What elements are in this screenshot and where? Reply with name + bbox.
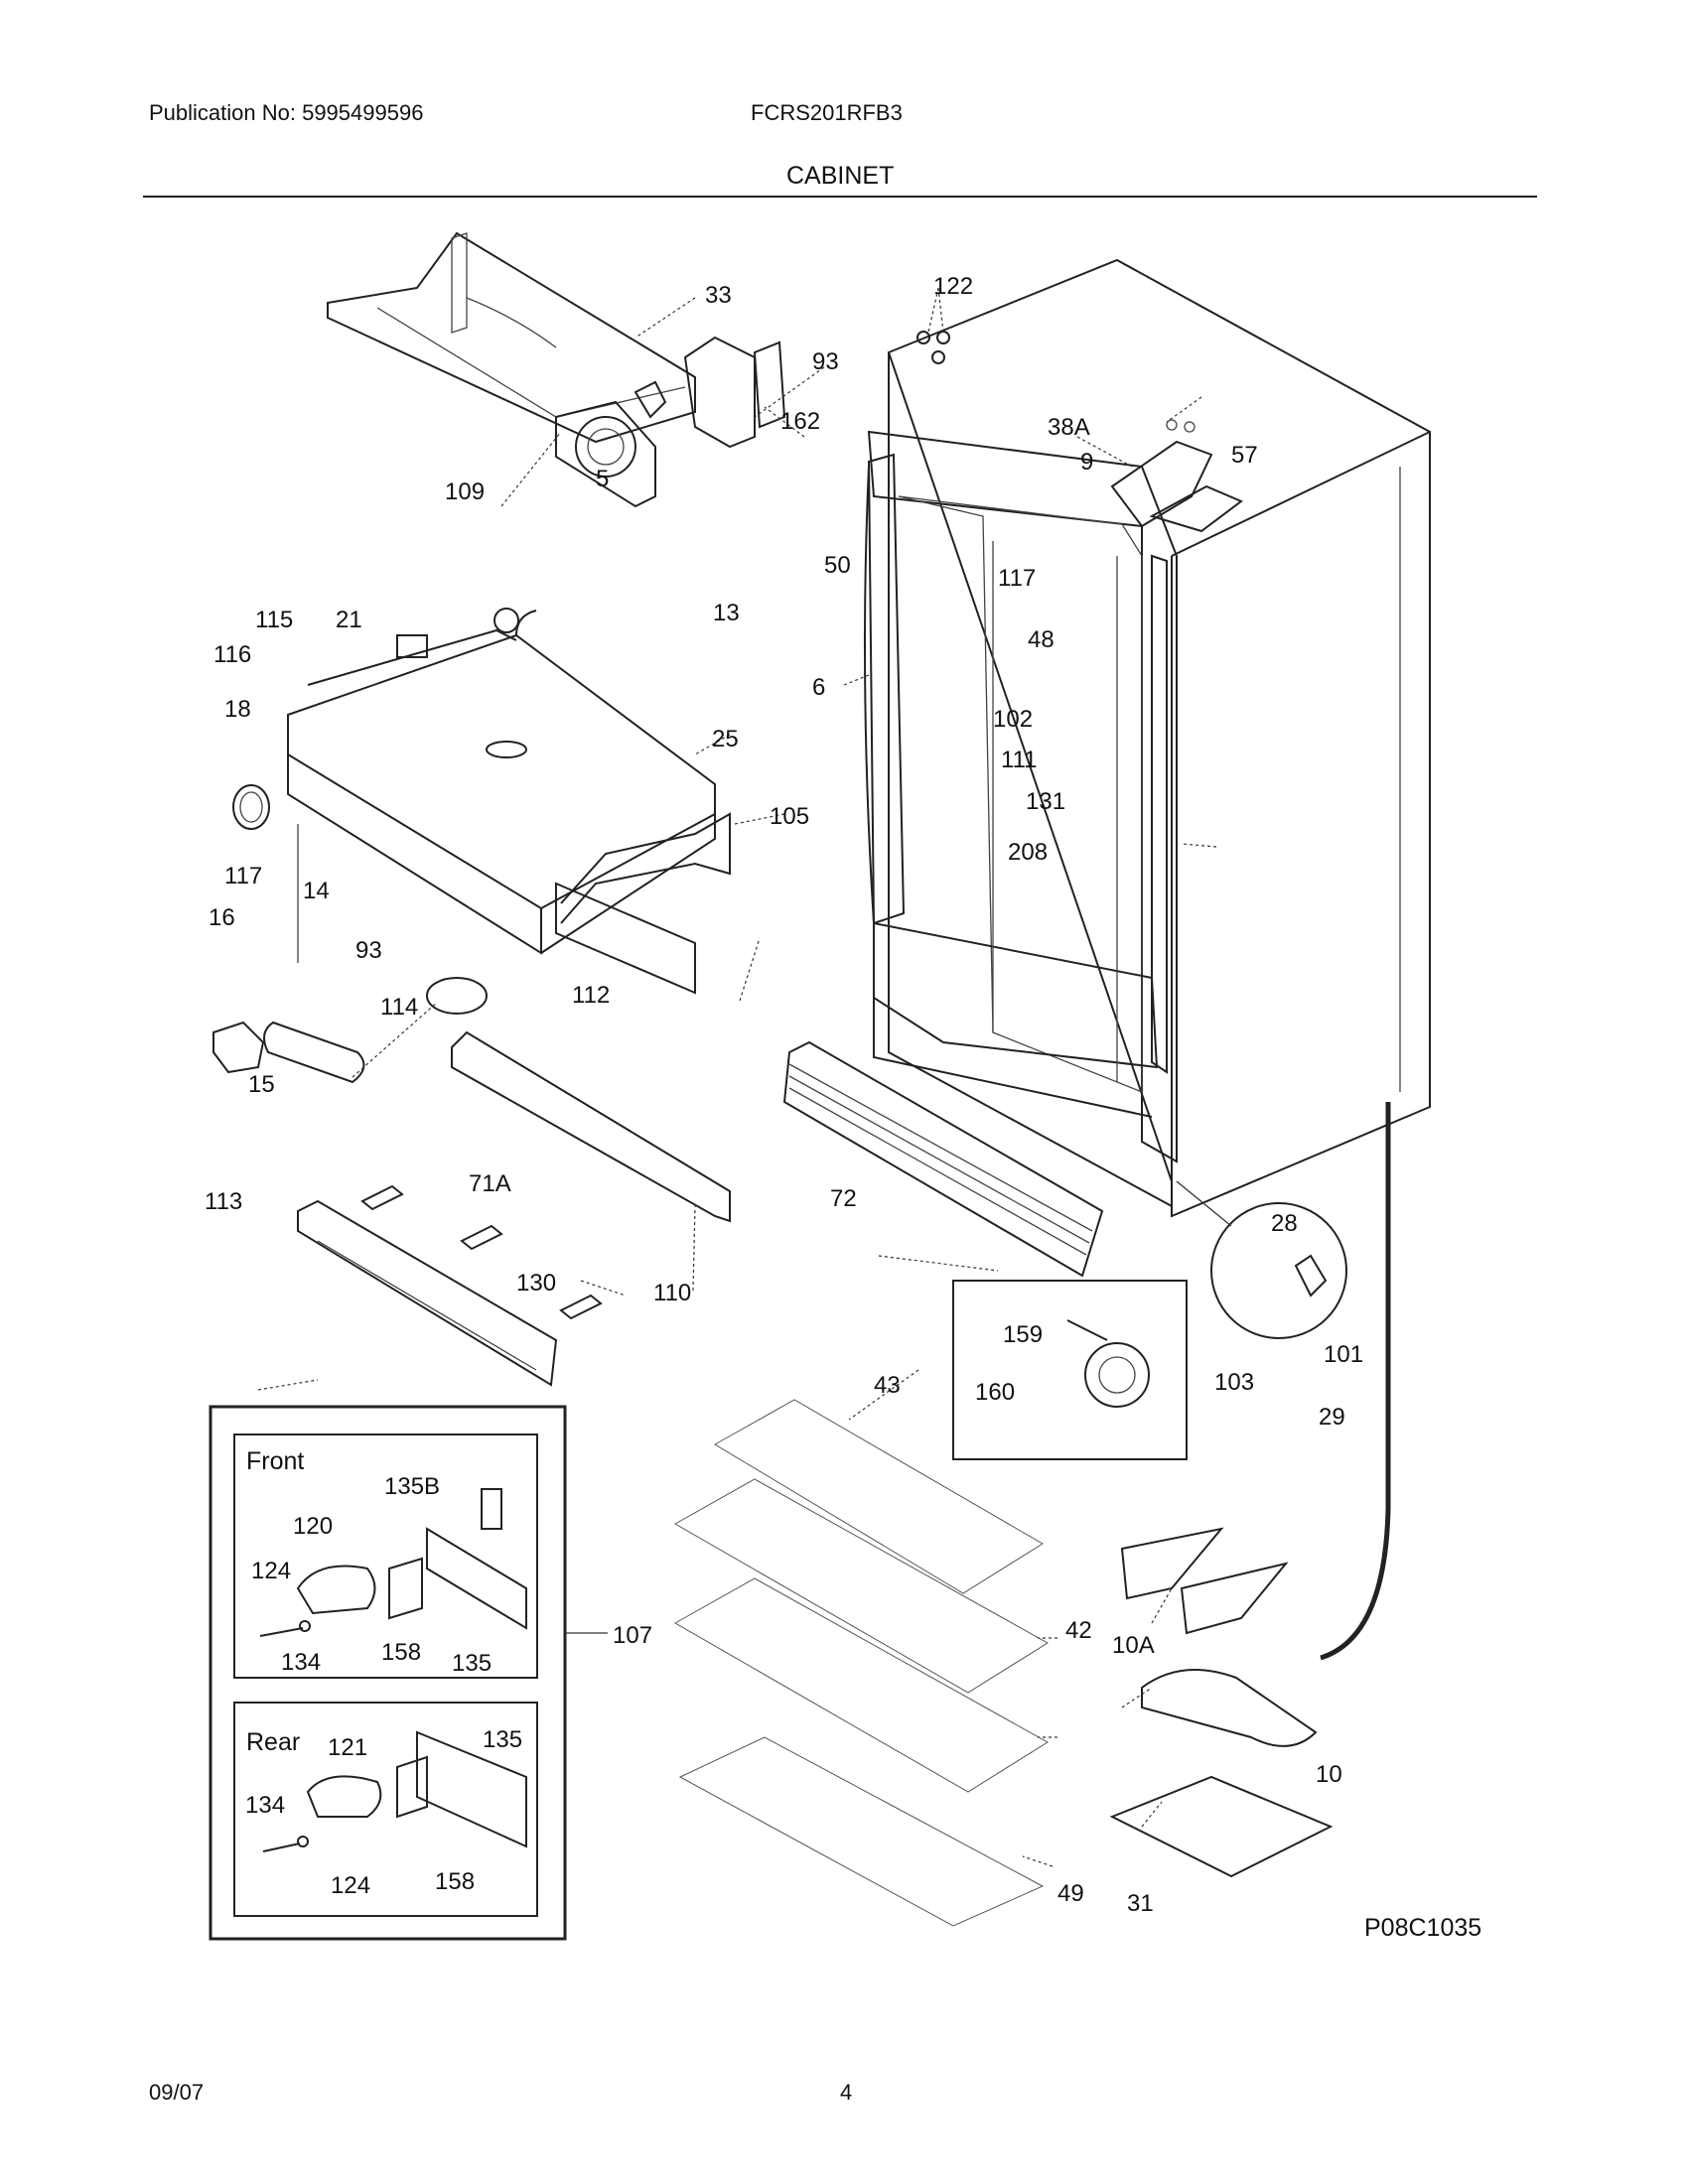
part-front-rail xyxy=(451,1030,731,1223)
callout-18: 18 xyxy=(224,696,251,723)
inset-front-title: Front xyxy=(246,1447,304,1475)
callout-43: 43 xyxy=(874,1372,901,1399)
part-drain-tube xyxy=(1320,1102,1391,1661)
callout-48: 48 xyxy=(1028,626,1055,653)
callout-109: 109 xyxy=(445,478,485,505)
header-divider xyxy=(143,196,1537,198)
inset-rear-title: Rear xyxy=(246,1728,300,1756)
publication-number: Publication No: 5995499596 xyxy=(149,100,424,125)
inset-front-label-134: 134 xyxy=(281,1649,321,1676)
callout-103: 103 xyxy=(1214,1369,1254,1396)
inset-front-parts xyxy=(259,1488,527,1637)
part-toe-grille xyxy=(782,1040,1104,1278)
callout-114: 114 xyxy=(380,994,418,1021)
callout-112: 112 xyxy=(572,982,610,1009)
callout-38a: 38A xyxy=(1048,414,1090,441)
inset-front: Front 135B 120 124 134 158 135 xyxy=(246,1447,492,1677)
part-cabinet-body xyxy=(864,258,1431,1218)
inset-rear-label-124: 124 xyxy=(331,1872,370,1899)
part-defrost-heater xyxy=(1109,1527,1334,1878)
callout-111: 111 xyxy=(1001,747,1037,773)
callout-159: 159 xyxy=(1003,1321,1043,1348)
callout-107: 107 xyxy=(613,1622,652,1649)
callout-131: 131 xyxy=(1026,788,1065,815)
part-fan-assembly xyxy=(555,336,786,508)
callout-28: 28 xyxy=(1271,1210,1298,1237)
callout-10: 10 xyxy=(1316,1761,1342,1788)
callout-117-left: 117 xyxy=(224,863,262,889)
callout-110: 110 xyxy=(653,1280,691,1306)
callout-208: 208 xyxy=(1008,839,1048,866)
callout-115: 115 xyxy=(255,607,293,633)
callout-117-upper: 117 xyxy=(998,565,1036,592)
callout-130: 130 xyxy=(516,1270,556,1297)
callout-116: 116 xyxy=(213,641,251,668)
inset-rear: Rear 121 135 134 124 158 xyxy=(245,1726,522,1899)
callout-33: 33 xyxy=(705,282,732,309)
callout-72: 72 xyxy=(830,1185,857,1212)
model-number: FCRS201RFB3 xyxy=(751,100,903,125)
callout-6-left: 6 xyxy=(812,674,825,701)
inset-front-label-124: 124 xyxy=(251,1558,291,1584)
callout-57: 57 xyxy=(1231,442,1258,469)
footer-date: 09/07 xyxy=(149,2080,205,2105)
inset-rear-parts xyxy=(262,1730,527,1852)
callout-93: 93 xyxy=(812,348,839,375)
callout-102: 102 xyxy=(993,706,1033,733)
part-lower-vent xyxy=(297,1199,558,1387)
callout-50: 50 xyxy=(824,552,851,579)
callout-21: 21 xyxy=(336,607,362,633)
callout-25: 25 xyxy=(712,726,739,752)
callout-5: 5 xyxy=(596,466,609,492)
part-top-hinge xyxy=(1110,419,1243,533)
inset-front-label-158: 158 xyxy=(381,1639,421,1666)
callout-113: 113 xyxy=(205,1188,242,1215)
callout-10a: 10A xyxy=(1112,1632,1155,1659)
inset-front-label-135b: 135B xyxy=(384,1473,440,1500)
callout-49: 49 xyxy=(1057,1880,1084,1907)
callout-71a: 71A xyxy=(469,1170,511,1197)
part-shelves xyxy=(673,1399,1049,1927)
inset-front-label-120: 120 xyxy=(293,1513,333,1540)
footer-page-number: 4 xyxy=(840,2080,853,2105)
inset-group-107 xyxy=(209,1405,608,1941)
callout-105: 105 xyxy=(770,803,809,830)
diagram-code: P08C1035 xyxy=(1364,1914,1481,1942)
part-leveling-legs xyxy=(360,1184,603,1320)
section-title: CABINET xyxy=(786,162,895,190)
callout-29: 29 xyxy=(1319,1404,1345,1431)
callout-101: 101 xyxy=(1324,1341,1363,1368)
part-evaporator-cover xyxy=(287,608,716,955)
callout-160: 160 xyxy=(975,1379,1015,1406)
inset-rear-label-135: 135 xyxy=(483,1726,522,1753)
callout-42: 42 xyxy=(1065,1617,1092,1644)
callout-14: 14 xyxy=(303,878,330,904)
part-rear-panel xyxy=(555,882,696,995)
callout-16: 16 xyxy=(209,904,235,931)
part-hinge-detail xyxy=(1176,1180,1347,1339)
callout-122: 122 xyxy=(933,273,973,300)
part-light-assembly xyxy=(212,784,488,1084)
leader-lines xyxy=(257,297,1217,1867)
inset-front-label-135: 135 xyxy=(452,1650,492,1677)
callout-31: 31 xyxy=(1127,1890,1154,1917)
callout-13: 13 xyxy=(713,600,740,626)
part-top-screws xyxy=(916,287,950,364)
inset-rear-label-158: 158 xyxy=(435,1868,475,1895)
inset-rear-label-134: 134 xyxy=(245,1792,285,1819)
callout-15: 15 xyxy=(248,1071,275,1098)
callout-162: 162 xyxy=(780,408,820,435)
part-wire-harness xyxy=(560,812,731,924)
part-thermostat-box xyxy=(952,1280,1188,1460)
part-callouts: 33 122 93 162 109 5 50 13 38A 57 9 117 4… xyxy=(205,273,1363,1917)
callout-9: 9 xyxy=(1080,449,1093,476)
inset-rear-label-121: 121 xyxy=(328,1734,367,1761)
callout-93-mid: 93 xyxy=(355,937,382,964)
part-top-cover xyxy=(327,231,696,444)
